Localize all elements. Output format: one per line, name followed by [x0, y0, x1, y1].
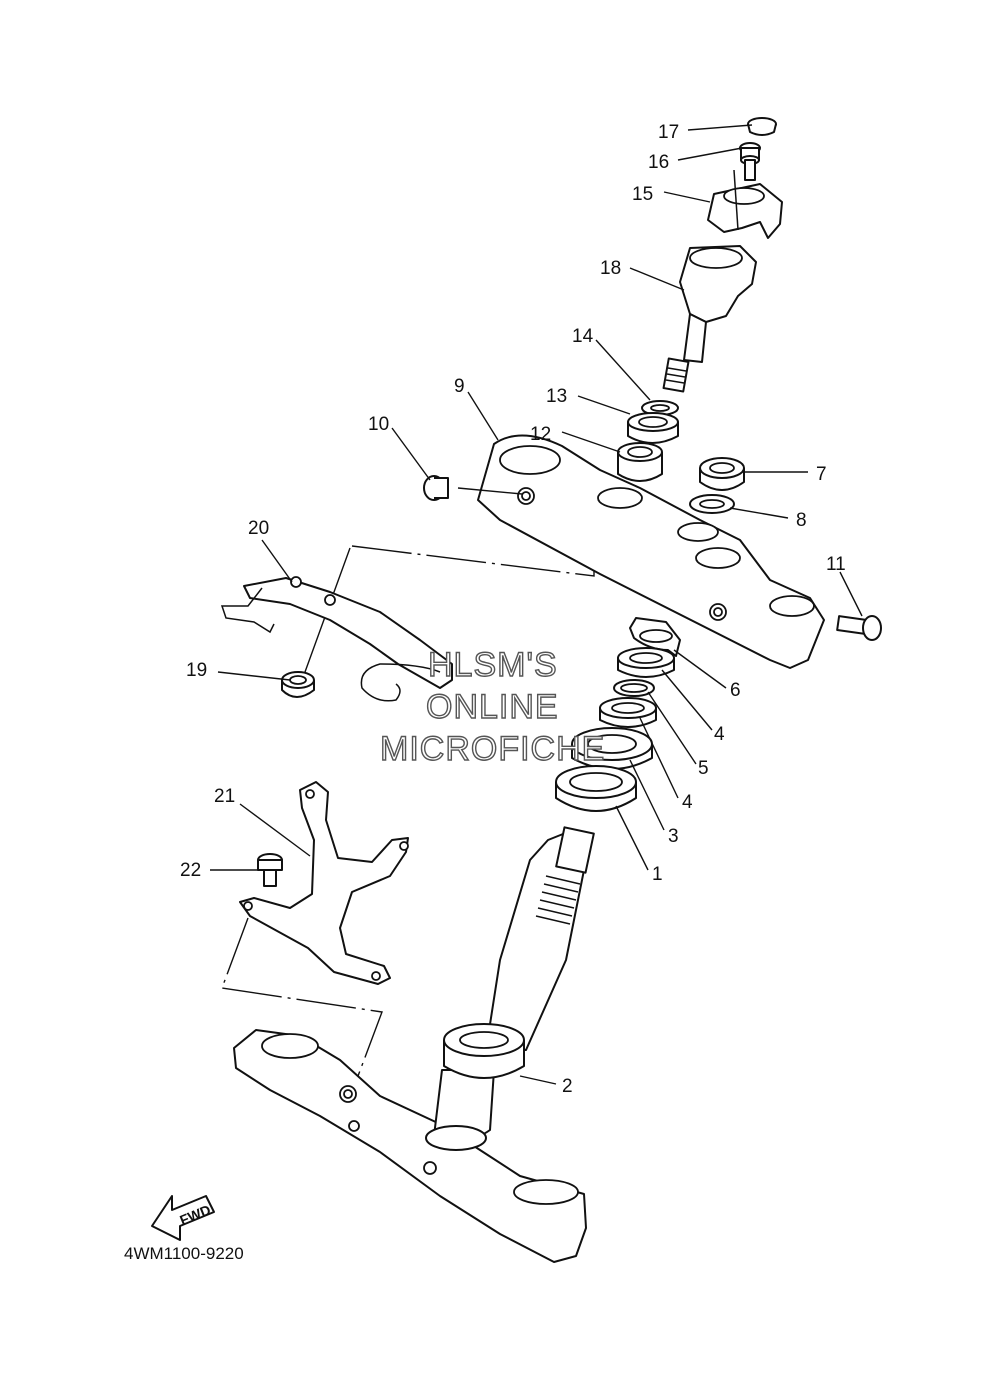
callout-2[interactable]: 2	[562, 1076, 573, 1097]
callout-8[interactable]: 8	[796, 510, 807, 531]
part-16-bolt[interactable]	[739, 142, 761, 181]
callout-22[interactable]: 22	[180, 860, 201, 881]
part-13-collar[interactable]	[627, 412, 679, 444]
watermark-line-1: HLSM'S	[427, 645, 558, 684]
callout-6[interactable]: 6	[730, 680, 741, 701]
callout-3[interactable]: 3	[668, 826, 679, 847]
part-21-bracket[interactable]	[239, 781, 409, 985]
callout-9[interactable]: 9	[454, 376, 465, 397]
part-20-cable-holder[interactable]	[220, 576, 453, 702]
callout-numbers: 17 16 15 18 14 13 12 9 10 7 8 11 6 4 5 4…	[180, 122, 846, 1097]
callout-leader-lines	[210, 124, 863, 1085]
part-2-steering-stem[interactable]	[233, 826, 595, 1263]
callout-17[interactable]: 17	[658, 122, 679, 143]
callout-21[interactable]: 21	[214, 786, 235, 807]
part-8-washer[interactable]	[689, 494, 735, 514]
part-10-plug[interactable]	[423, 475, 449, 501]
callout-12[interactable]: 12	[530, 424, 551, 445]
assembly-reference-lines	[221, 539, 661, 1093]
diagram-catalog-code: 4WM1100-9220	[124, 1244, 244, 1263]
callout-18[interactable]: 18	[600, 258, 621, 279]
part-17-cap[interactable]	[747, 117, 777, 136]
callout-20[interactable]: 20	[248, 518, 269, 539]
callout-16[interactable]: 16	[648, 152, 669, 173]
callout-19[interactable]: 19	[186, 660, 207, 681]
part-5-rubber-washer[interactable]	[613, 679, 655, 697]
callout-11[interactable]: 11	[826, 554, 846, 575]
part-1-bearing[interactable]	[555, 765, 637, 812]
forward-direction-arrow-icon: FWD	[151, 1195, 215, 1241]
callout-15[interactable]: 15	[632, 184, 653, 205]
callout-13[interactable]: 13	[546, 386, 567, 407]
callout-5[interactable]: 5	[698, 758, 709, 779]
part-4-ring-nut-upper[interactable]	[617, 647, 675, 678]
part-19-nut[interactable]	[281, 671, 315, 698]
part-9-upper-bracket[interactable]	[477, 434, 825, 669]
callout-4-lower[interactable]: 4	[682, 792, 693, 813]
callout-7[interactable]: 7	[816, 464, 827, 485]
part-12-bushing[interactable]	[617, 442, 663, 482]
part-6-lock-washer[interactable]	[629, 617, 681, 657]
part-18-lower-holder[interactable]	[662, 245, 757, 393]
callout-1[interactable]: 1	[652, 864, 663, 885]
part-7-nut[interactable]	[699, 457, 745, 491]
part-15-upper-holder[interactable]	[707, 169, 783, 239]
part-11-bolt[interactable]	[836, 615, 882, 641]
part-22-bolt[interactable]	[257, 853, 283, 887]
watermark-line-3: MICROFICHE	[379, 729, 606, 768]
callout-10[interactable]: 10	[368, 414, 389, 435]
callout-4-upper[interactable]: 4	[714, 724, 725, 745]
watermark-line-2: ONLINE	[425, 687, 559, 726]
callout-14[interactable]: 14	[572, 326, 594, 347]
part-4-ring-nut-lower[interactable]	[599, 697, 657, 728]
